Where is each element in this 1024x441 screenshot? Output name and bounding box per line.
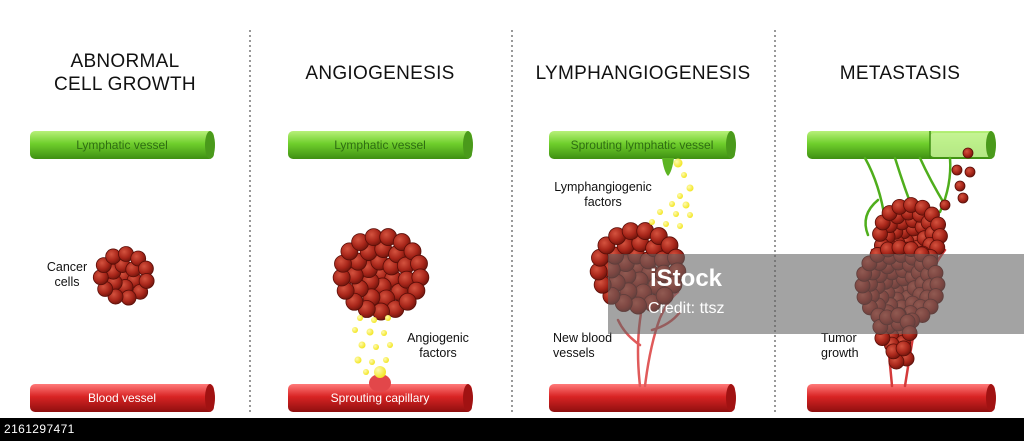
lymphatic-vessel-label: Lymphatic vessel	[76, 138, 168, 152]
panel-title-lymphangiogenesis: LYMPHANGIOGENESIS	[535, 63, 751, 84]
growth-factor-dot	[669, 201, 675, 207]
growth-factor-dot	[363, 369, 369, 375]
growth-factor-dot	[387, 342, 393, 348]
growth-factor-dot	[381, 330, 387, 336]
tumor-growth-label: Tumor growth	[821, 331, 859, 360]
cancer-cell-cluster	[332, 228, 430, 321]
blood-vessel-label: Blood vessel	[87, 391, 157, 405]
blood-vessel	[549, 384, 736, 412]
stock-id: 2161297471	[4, 422, 75, 436]
growth-factor-dot	[677, 193, 683, 199]
watermark-band	[608, 254, 1024, 334]
growth-factor-dot	[357, 315, 363, 321]
growth-factor-dot	[385, 315, 391, 321]
cancer-cell	[951, 164, 963, 176]
growth-factor-dot	[687, 212, 693, 218]
panel-title-angiogenesis: ANGIOGENESIS	[305, 63, 455, 84]
lymphangiogenic-factor-dots	[649, 158, 694, 229]
cancer-cell	[895, 340, 912, 357]
sprouting-lymphatic-vessel-label: Sprouting lymphatic vessel	[570, 138, 714, 152]
cancer-cell	[954, 180, 966, 192]
lymphatic-vessel-label: Lymphatic vessel	[334, 138, 426, 152]
growth-factor-dot	[383, 357, 389, 363]
growth-factor-dot	[352, 327, 358, 333]
lymphatic-vessel	[30, 131, 215, 159]
sprouting-lymphatic-vessel	[549, 131, 736, 176]
cancer-cell	[398, 292, 417, 311]
cancer-cell	[962, 147, 974, 159]
growth-factor-dot	[649, 219, 655, 225]
growth-factor-dot	[663, 221, 669, 227]
growth-factor-dot	[373, 344, 379, 350]
cancer-cell	[957, 192, 969, 204]
escaping-tumor-cells	[939, 147, 976, 211]
panel-title-metastasis: METASTASIS	[839, 63, 961, 84]
cancer-cell-cluster	[92, 246, 155, 306]
watermark-credit: Credit: ttsz	[648, 300, 725, 317]
cancer-cells-label: Cancer cells	[46, 260, 88, 289]
growth-factor-dot	[369, 359, 375, 365]
new-blood-vessels-label: New blood vessels	[553, 331, 613, 360]
growth-factor-dot	[366, 328, 374, 336]
cancer-cell	[939, 199, 951, 211]
blood-vessel	[30, 384, 215, 412]
cancer-cell	[105, 248, 122, 265]
growth-factor-dot	[371, 317, 377, 323]
growth-factor-dot	[681, 172, 687, 178]
title-line: CELL GROWTH	[54, 74, 196, 95]
growth-factor-dot	[682, 201, 690, 209]
growth-factor-dot	[677, 223, 683, 229]
cancer-cell	[964, 166, 976, 178]
growth-factor-dot	[686, 184, 694, 192]
watermark-brand: iStock	[650, 265, 723, 292]
lymphatic-vessel	[288, 131, 473, 159]
lymphatic-vessel-open	[807, 131, 996, 159]
growth-factor-dot	[374, 366, 386, 378]
sprouting-capillary	[288, 374, 473, 412]
growth-factor-dot	[673, 158, 683, 168]
growth-factor-dot	[358, 341, 366, 349]
panel-title-abnormal-cell-growth: ABNORMAL CELL GROWTH	[20, 50, 230, 96]
angiogenic-factor-dots	[352, 315, 393, 378]
stock-id-strip	[0, 418, 1024, 441]
angiogenic-factors-label: Angiogenic factors	[407, 331, 469, 360]
cancer-cell	[138, 273, 155, 289]
growth-factor-dot	[657, 209, 663, 215]
title-line: ABNORMAL	[70, 51, 180, 72]
lymphangiogenic-factors-label: Lymphangiogenic factors	[554, 180, 652, 209]
growth-factor-dot	[354, 356, 362, 364]
sprouting-capillary-label: Sprouting capillary	[330, 391, 430, 405]
blood-vessel	[807, 384, 996, 412]
growth-factor-dot	[673, 211, 679, 217]
